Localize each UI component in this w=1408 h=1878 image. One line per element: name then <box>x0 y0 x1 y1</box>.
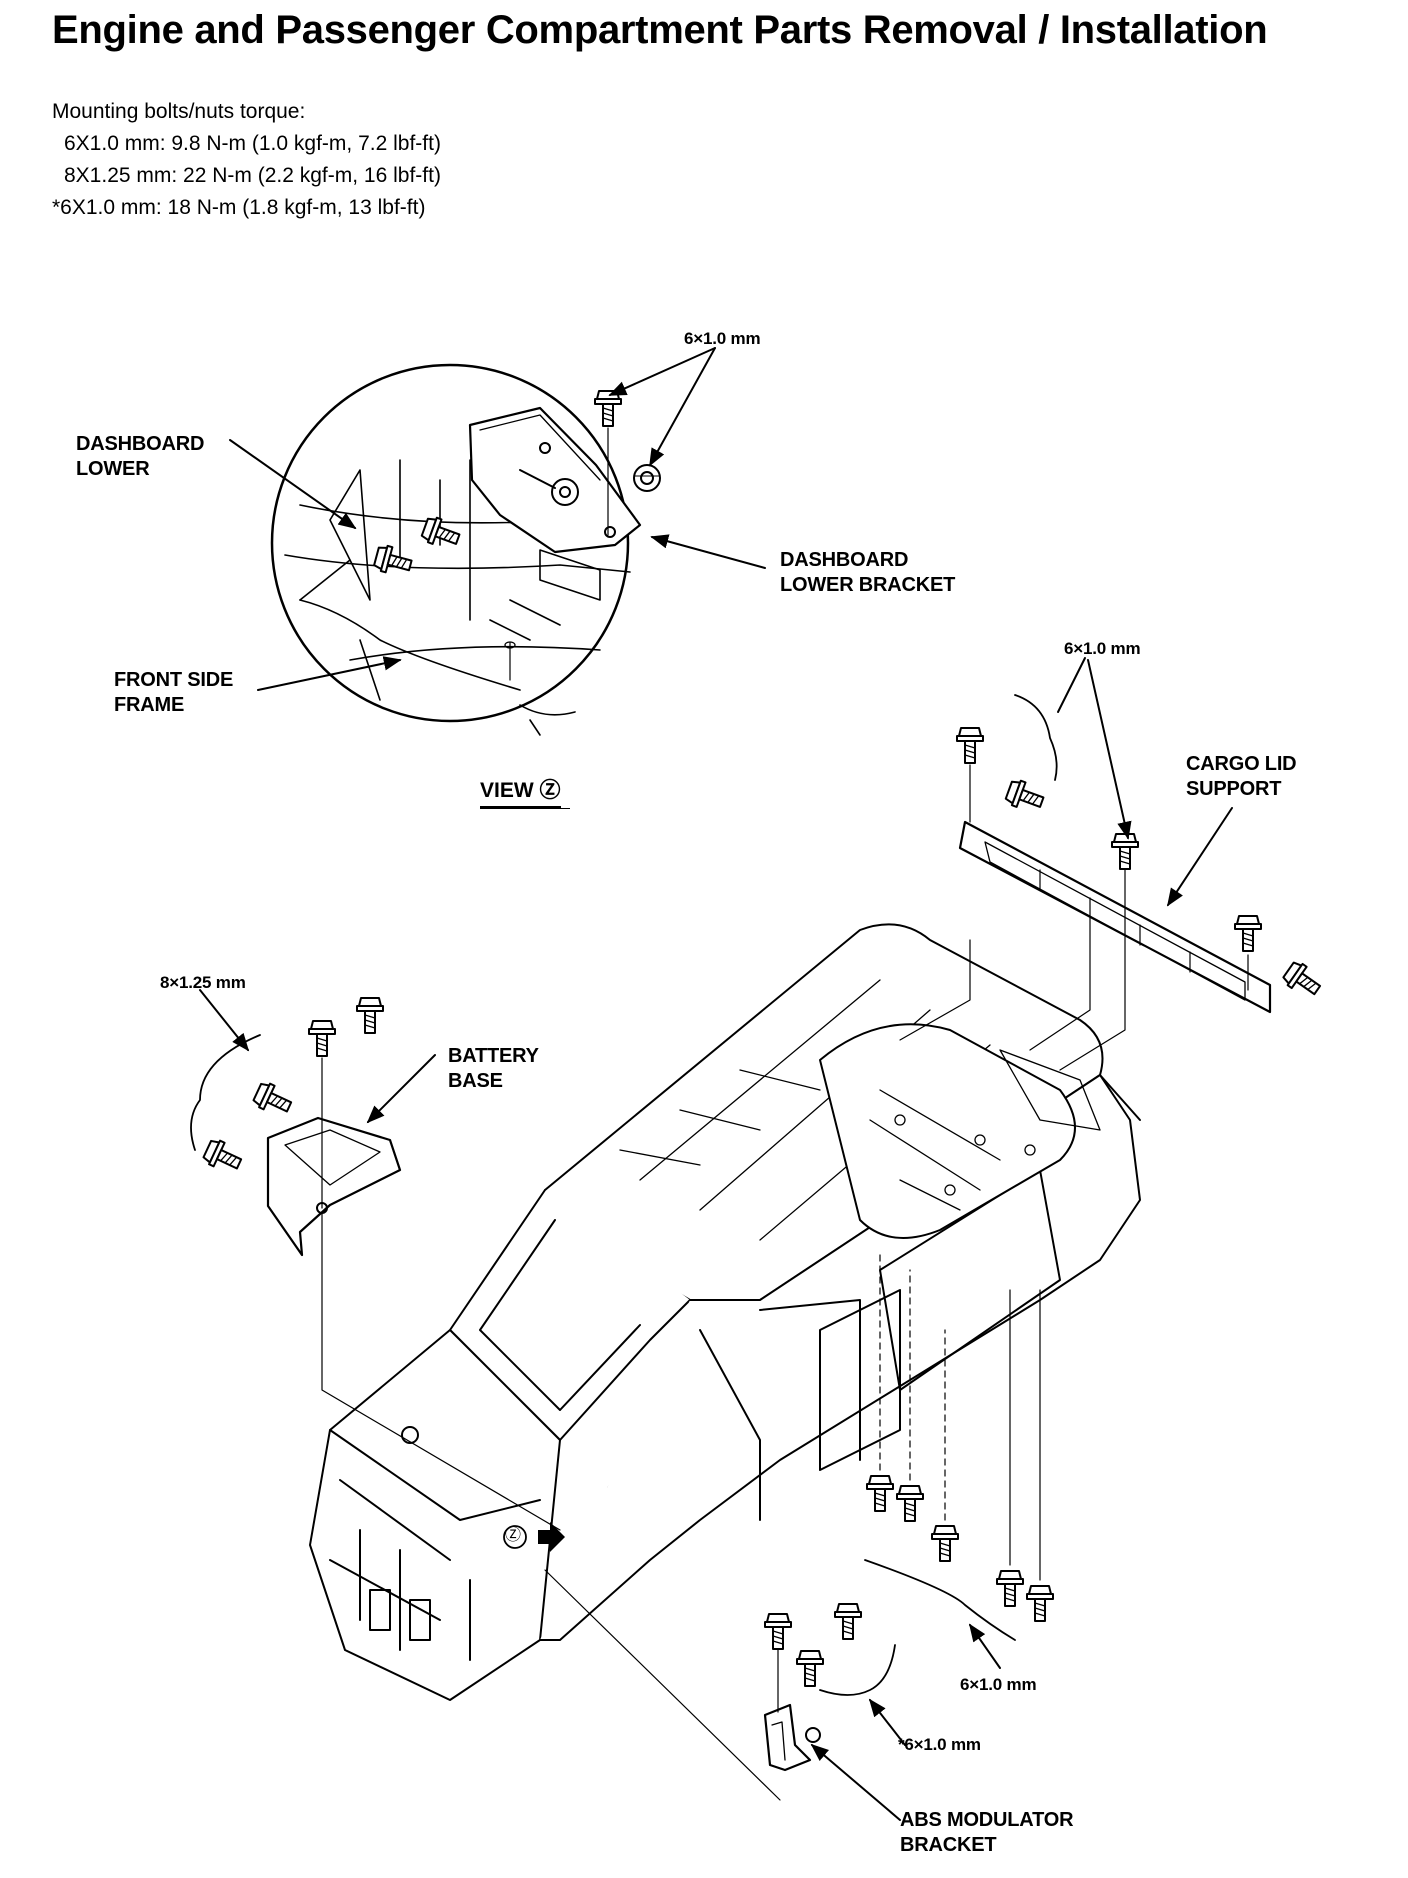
bolt-size-floor: 6×1.0 mm <box>960 1675 1037 1694</box>
floor-bolts <box>866 1249 1054 1622</box>
bolt-size-battery: 8×1.25 mm <box>160 973 246 992</box>
battery-base-part <box>200 997 561 1531</box>
cargo-lid-support-part <box>899 727 1326 1071</box>
bolt-size-view: 6×1.0 mm <box>684 329 761 348</box>
vehicle-body <box>309 923 1141 1701</box>
torque-spec-8x125: 8X1.25 mm: 22 N-m (2.2 kgf-m, 16 lbf-ft) <box>64 164 441 187</box>
z-marker-label: Ⓩ <box>505 1527 521 1544</box>
torque-spec-6x1: 6X1.0 mm: 9.8 N-m (1.0 kgf-m, 7.2 lbf-ft… <box>64 132 441 155</box>
label-view-z: VIEW Ⓩ <box>480 774 561 808</box>
page-title: Engine and Passenger Compartment Parts R… <box>52 8 1268 52</box>
z-marker <box>503 1525 527 1549</box>
bolt-size-abs: *6×1.0 mm <box>898 1735 981 1754</box>
view-z-underline <box>480 808 570 809</box>
abs-modulator-bracket-part <box>544 1569 862 1801</box>
torque-heading: Mounting bolts/nuts torque: <box>52 100 306 123</box>
view-z-detail <box>270 363 661 736</box>
torque-specs: Mounting bolts/nuts torque: 6X1.0 mm: 9.… <box>52 96 441 224</box>
leader-dashboard-lower <box>229 439 357 530</box>
torque-spec-star-6x1: *6X1.0 mm: 18 N-m (1.8 kgf-m, 13 lbf-ft) <box>52 196 426 219</box>
bolt-size-cargo: 6×1.0 mm <box>1064 639 1141 658</box>
